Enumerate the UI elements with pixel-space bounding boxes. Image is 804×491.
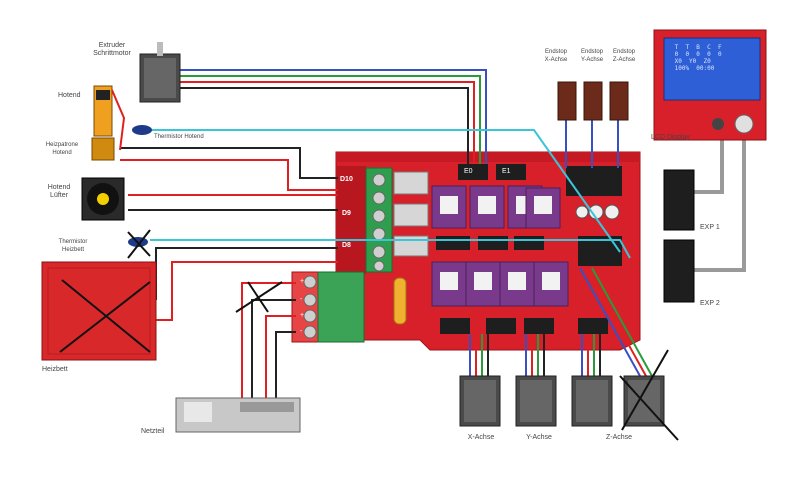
mosfet-heatsink — [393, 171, 429, 195]
power-input-terminal — [291, 271, 365, 343]
exp-connectors — [663, 169, 695, 303]
d8-label: D8 — [342, 242, 351, 249]
lcd-line-2: 0 0 0 0 0 — [671, 51, 722, 58]
thermistor-hotend — [132, 125, 152, 135]
lcd-line-3: X0 Y0 Z0 — [671, 58, 711, 65]
motor-x-label: X-Achse — [467, 434, 495, 441]
terminal-minus-2: - — [300, 328, 303, 335]
lcd-screen-text: T T B C F 0 0 0 0 0 X0 Y0 Z0 100% 00:00 — [671, 44, 753, 90]
exp2-label: EXP 2 — [700, 300, 720, 307]
lcd-label: LCD Display — [651, 134, 690, 141]
lcd-display — [653, 29, 767, 141]
d9-label: D9 — [342, 210, 351, 217]
heatcartridge-label: Heizpatrone Hotend — [45, 142, 79, 156]
ramps-board — [335, 151, 641, 351]
hotend-fan — [81, 177, 125, 221]
endstops — [557, 81, 629, 121]
lcd-line-1: T T B C F — [671, 44, 722, 51]
stepper-motors — [459, 375, 665, 427]
exp1-label: EXP 1 — [700, 224, 720, 231]
endstop-x-label: Endstop X-Achse — [544, 49, 568, 63]
motor-z-label: Z-Achse — [605, 434, 633, 441]
hotend — [91, 85, 126, 161]
stepper-drivers — [431, 185, 569, 307]
extruder-motor — [139, 42, 181, 103]
fan-label: Hotend Lüfter — [47, 184, 71, 199]
crossed-out-marks — [59, 229, 679, 441]
mosfet-label-block — [336, 166, 366, 274]
hotend-label: Hotend — [58, 92, 81, 99]
terminal-plus-2: + — [300, 312, 305, 319]
endstop-y-label: Endstop Y-Achse — [580, 49, 604, 63]
e1-label: E1 — [502, 168, 511, 175]
endstop-header — [566, 166, 622, 196]
heatbed-label: Heizbett — [42, 366, 68, 373]
thermistor-hotend-label: Thermistor Hotend — [154, 134, 204, 140]
power-supply — [175, 397, 301, 433]
motor-y-label: Y-Achse — [526, 434, 552, 441]
fuse — [393, 277, 407, 325]
d10-label: D10 — [340, 176, 353, 183]
thermistor-heatbed-label: Thermistor Heizbett — [58, 239, 88, 253]
endstop-z-label: Endstop Z-Achse — [612, 49, 636, 63]
psu-label: Netzteil — [141, 428, 165, 435]
lcd-line-4: 100% 00:00 — [671, 65, 715, 72]
extruder-motor-label: Extruder Schrittmotor — [93, 42, 131, 57]
terminal-plus-1: + — [300, 278, 305, 285]
terminal-minus-1: - — [300, 296, 303, 303]
e0-label: E0 — [464, 168, 473, 175]
wires — [120, 69, 746, 400]
